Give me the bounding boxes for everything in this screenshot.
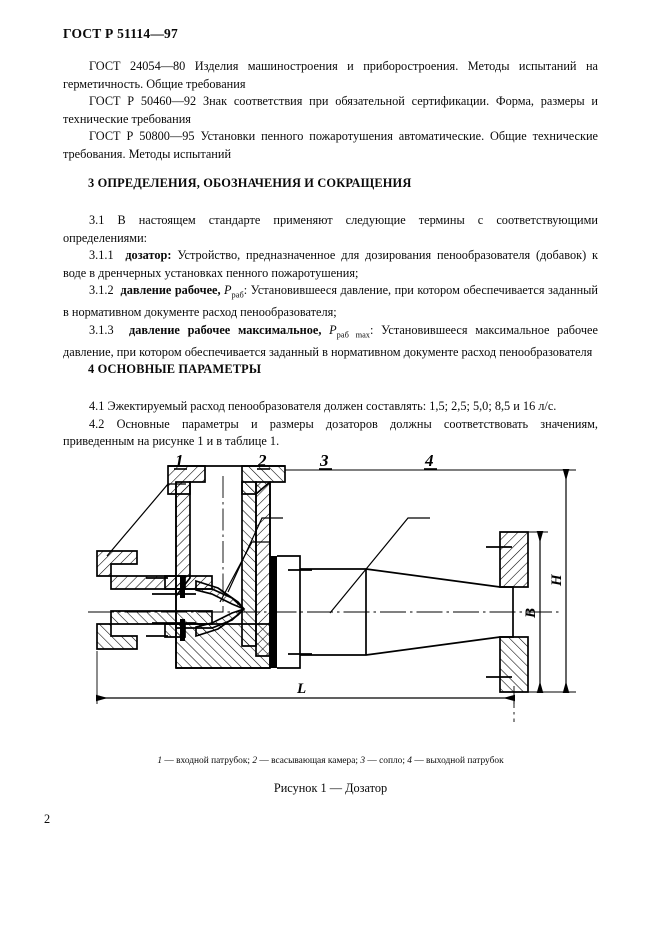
legend-number: 3 (360, 756, 366, 766)
clause-item: 4.2 Основные параметры и размеры дозатор… (63, 416, 598, 449)
document-standard-code: ГОСТ Р 51114—97 (63, 26, 178, 41)
section-heading-3: 3 ОПРЕДЕЛЕНИЯ, ОБОЗНАЧЕНИЯ И СОКРАЩЕНИЯ (88, 176, 412, 190)
figure-callout-3: 3 (319, 451, 329, 470)
definitions-block: 3.1 В настоящем стандарте применяют след… (63, 212, 598, 362)
definition-number: 3.1.3 (89, 323, 114, 338)
legend-name: всасывающая камера (271, 756, 356, 766)
figure-dimension-B: B (523, 608, 539, 619)
legend-number: 2 (252, 756, 258, 766)
figure-dimension-L: L (296, 681, 306, 697)
definition-item: 3.1.1 дозатор: Устройство, предназначенн… (63, 247, 598, 282)
definition-item: 3.1.2 давление рабочее, Pраб: Установивш… (63, 282, 598, 322)
definition-term: дозатор: (125, 248, 172, 263)
definition-number: 3.1.2 (89, 283, 114, 298)
figure-dimension-H: H (549, 573, 565, 587)
definition-symbol: P (329, 323, 337, 338)
definitions-intro: 3.1 В настоящем стандарте применяют след… (63, 213, 598, 245)
definition-text: : Установившееся максимальное рабочее да… (63, 323, 598, 360)
legend-number: 1 (157, 756, 163, 766)
reference-item: ГОСТ Р 50460—92 Знак соответствия при об… (63, 94, 598, 126)
definition-term: давление рабочее максимальное, (129, 323, 322, 338)
dozator-cross-section-svg: 1 2 x 3 4 L H B (88, 451, 576, 722)
parameters-block: 4.1 Эжектируемый расход пенообразователя… (63, 398, 598, 451)
legend-entry: 4 — выходной патрубок (407, 756, 504, 766)
definition-subscript: раб (231, 290, 244, 300)
reference-item: ГОСТ Р 50800—95 Установки пенного пожаро… (63, 129, 598, 161)
legend-name: сопло (379, 756, 403, 766)
clause-item: 4.1 Эжектируемый расход пенообразователя… (89, 399, 557, 413)
figure-dozator-drawing: 1 2 x 3 4 L H B (0, 446, 661, 746)
legend-entry: 2 — всасывающая камера (252, 756, 356, 766)
legend-entry: 3 — сопло (360, 756, 403, 766)
definition-text: : Установившееся давление, при котором о… (63, 283, 599, 320)
figure-title: Рисунок 1 — Дозатор (273, 781, 388, 795)
figure-callout-2: 2 (257, 451, 267, 470)
legend-name: входной патрубок (176, 756, 248, 766)
definition-text: Устройство, предназначенное для дозирова… (63, 248, 599, 280)
section-heading-4: 4 ОСНОВНЫЕ ПАРАМЕТРЫ (88, 362, 262, 376)
reference-item: ГОСТ 24054—80 Изделия машиностроения и п… (63, 59, 598, 91)
definition-item: 3.1.3 давление рабочее максимальное, Pра… (63, 322, 598, 362)
legend-number: 4 (407, 756, 412, 766)
figure-callout-1: 1 (175, 451, 184, 470)
definition-symbol: P (224, 283, 232, 298)
legend-entry: 1 — входной патрубок (157, 756, 248, 766)
page-number: 2 (44, 812, 51, 826)
legend-name: выходной патрубок (426, 756, 504, 766)
figure-callout-4: 4 (424, 451, 434, 470)
figure-legend: 1 — входной патрубок; 2 — всасывающая ка… (157, 756, 504, 766)
definition-term: давление рабочее, (120, 283, 221, 298)
references-block: ГОСТ 24054—80 Изделия машиностроения и п… (63, 58, 598, 164)
definition-subscript: раб max (336, 330, 370, 340)
definition-number: 3.1.1 (89, 248, 114, 263)
